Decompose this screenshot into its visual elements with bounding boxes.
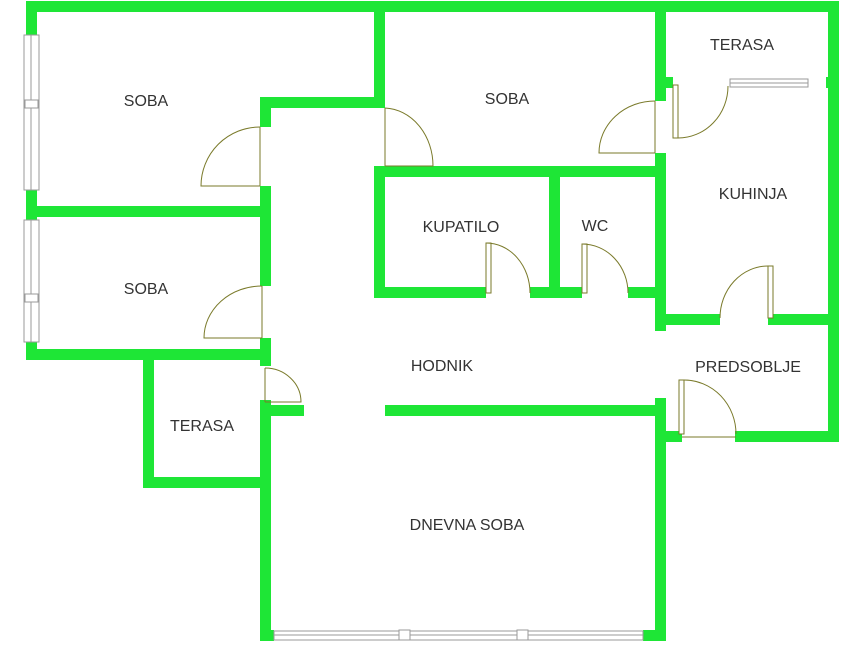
label-wc: WC: [582, 218, 609, 235]
wall-kuhinja-left-bottom: [655, 153, 666, 331]
door-soba-top-mid: [384, 107, 434, 167]
wall-top: [26, 1, 839, 12]
wall-predsoblje-bottom-a: [655, 431, 682, 442]
door-kuhinja: [719, 265, 774, 319]
wall-right: [828, 1, 839, 442]
wall-dnevna-right: [655, 398, 666, 641]
wall-corridor-left-b: [260, 338, 271, 366]
wall-hodnik-dnevna-b: [385, 405, 666, 416]
wall-soba-divider: [26, 206, 271, 217]
wall-bath-bottom-c: [628, 287, 666, 298]
wall-terasa-bl-left: [143, 354, 154, 487]
wall-terasa-tr-b: [826, 77, 839, 88]
wall-soba12-divider: [374, 1, 385, 108]
label-soba-left: SOBA: [124, 281, 169, 298]
label-kupatilo: KUPATILO: [423, 219, 500, 236]
wall-bath-wc: [549, 166, 560, 297]
wall-kuhinja-left-top: [655, 1, 666, 101]
wall-terasa-bl-bottom: [143, 477, 271, 488]
label-kuhinja: KUHINJA: [719, 186, 788, 203]
label-soba-top-left: SOBA: [124, 93, 169, 110]
label-hodnik: HODNIK: [411, 358, 474, 375]
label-terasa-top-right: TERASA: [710, 37, 774, 54]
door-soba-top-left: [200, 126, 261, 187]
wall-dnevna-left: [260, 400, 271, 641]
door-soba-mid-right: [598, 100, 656, 154]
wall-bath-left: [374, 166, 385, 297]
walls: [26, 1, 839, 641]
label-terasa-bottom-left: TERASA: [170, 418, 234, 435]
wall-dnevna-bottom-a: [260, 630, 274, 641]
wall-soba1-stub: [260, 97, 271, 127]
door-terasa-bottom-left: [264, 367, 302, 403]
door-wc: [581, 243, 629, 294]
wall-terasa-tr-a: [655, 77, 673, 88]
wall-bath-bottom-a: [374, 287, 486, 298]
wall-left-mid: [26, 190, 37, 220]
wall-hodnik-dnevna-a: [262, 405, 304, 416]
wall-corridor-left-a: [260, 186, 271, 286]
wall-kuhinja-bottom-a: [655, 314, 720, 325]
wall-soba1-top-stub: [260, 97, 385, 108]
wall-kuhinja-bottom-b: [768, 314, 839, 325]
door-entrance: [678, 379, 737, 438]
label-soba-top-mid: SOBA: [485, 91, 530, 108]
windows: [23, 34, 809, 641]
wall-predsoblje-bottom-b: [735, 431, 839, 442]
room-labels: SOBA SOBA TERASA KUHINJA KUPATILO WC SOB…: [124, 37, 801, 534]
door-kupatilo: [485, 242, 531, 294]
label-dnevna-soba: DNEVNA SOBA: [410, 517, 525, 534]
door-terasa-top-right: [672, 84, 729, 139]
door-soba-left: [203, 285, 263, 339]
wall-left-top: [26, 1, 37, 35]
wall-dnevna-bottom-b: [643, 630, 666, 641]
wall-bath-top: [374, 166, 666, 177]
doors: [200, 84, 774, 438]
label-predsoblje: PREDSOBLJE: [695, 359, 801, 376]
